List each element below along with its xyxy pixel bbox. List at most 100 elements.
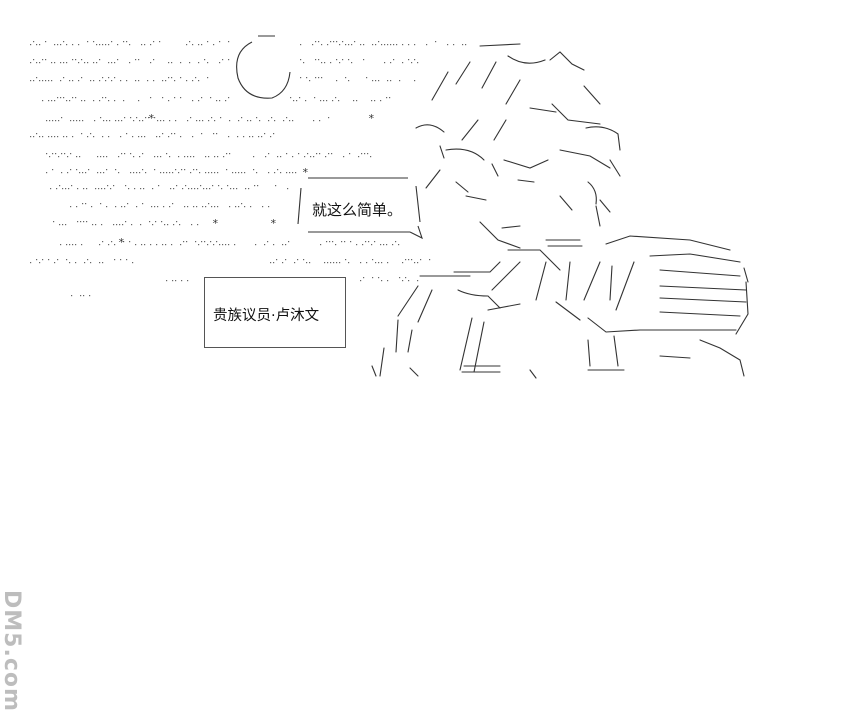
texture-dot (115, 206, 117, 208)
texture-dot (66, 44, 68, 46)
texture-dot (130, 117, 132, 119)
texture-dot (30, 136, 32, 138)
texture-dot (222, 59, 224, 61)
texture-dot (199, 120, 201, 122)
texture-dot (395, 241, 397, 243)
texture-dot (398, 244, 400, 246)
character-figure (371, 43, 749, 379)
texture-dot (136, 117, 138, 119)
texture-dot (345, 259, 347, 261)
texture-dot (276, 259, 278, 261)
texture-dot (414, 80, 416, 82)
ascii-art-scene: * * * * * * (30, 35, 749, 379)
texture-dot (94, 120, 96, 122)
texture-dot (142, 169, 144, 171)
texture-dot (353, 100, 355, 102)
texture-dot (325, 156, 327, 158)
texture-dot (208, 156, 210, 158)
texture-dot (374, 241, 376, 243)
texture-dot (176, 221, 178, 223)
texture-dot (99, 244, 101, 246)
texture-dot (255, 244, 257, 246)
texture-dot (292, 156, 294, 158)
texture-dot (208, 172, 210, 174)
texture-dot (336, 80, 338, 82)
texture-dot (135, 80, 137, 82)
texture-dot (163, 172, 165, 174)
texture-dot (140, 188, 142, 190)
texture-dot (186, 44, 188, 46)
texture-dot (313, 120, 315, 122)
texture-dot (309, 262, 311, 264)
texture-dot (250, 120, 252, 122)
texture-dot (386, 244, 388, 246)
texture-dot (286, 172, 288, 174)
texture-dot (193, 206, 195, 208)
texture-dot (102, 241, 104, 243)
texture-dot (192, 80, 194, 82)
texture-dot (238, 172, 240, 174)
texture-dot (399, 80, 401, 82)
texture-dot (195, 241, 197, 243)
texture-dot (81, 100, 83, 102)
texture-dot (106, 120, 108, 122)
texture-dot (324, 62, 326, 64)
texture-dot (399, 277, 401, 279)
texture-dot (304, 156, 306, 158)
texture-dot (429, 259, 431, 261)
texture-dot (205, 156, 207, 158)
texture-dot (205, 206, 207, 208)
texture-dot (175, 280, 177, 282)
texture-dot (174, 80, 176, 82)
texture-dot (174, 133, 176, 135)
texture-dot (69, 262, 71, 264)
texture-dot (179, 224, 181, 226)
texture-dot (97, 172, 99, 174)
texture-dot (408, 280, 410, 282)
texture-dot (99, 59, 101, 61)
texture-dot (166, 280, 168, 282)
texture-dot (138, 59, 140, 61)
texture-dot (33, 136, 35, 138)
texture-dot (86, 221, 88, 223)
texture-dot (54, 136, 56, 138)
texture-dot (52, 153, 54, 155)
texture-dot (70, 169, 72, 171)
texture-dot (114, 244, 116, 246)
texture-dot (312, 44, 314, 46)
texture-dot (367, 153, 369, 155)
texture-dot (48, 136, 50, 138)
texture-dot (282, 244, 284, 246)
texture-dot (368, 241, 370, 243)
texture-dot (36, 259, 38, 261)
texture-dot (114, 100, 116, 102)
texture-dot (171, 62, 173, 64)
texture-dot (63, 77, 65, 79)
texture-dot (228, 244, 230, 246)
texture-dot (361, 153, 363, 155)
texture-dot (348, 44, 350, 46)
texture-dot (139, 172, 141, 174)
texture-dot (168, 100, 170, 102)
texture-dot (102, 97, 104, 99)
texture-dot (364, 153, 366, 155)
texture-dot (160, 172, 162, 174)
texture-dot (378, 41, 380, 43)
texture-dot (119, 224, 121, 226)
texture-dot (253, 169, 255, 171)
texture-dot (306, 262, 308, 264)
texture-dot (389, 97, 391, 99)
texture-dot (305, 100, 307, 102)
texture-dot (153, 59, 155, 61)
texture-dot (201, 133, 203, 135)
texture-dot (114, 259, 116, 261)
texture-dot (61, 117, 63, 119)
texture-dot (393, 59, 395, 61)
texture-dot (236, 188, 238, 190)
texture-dot (106, 169, 108, 171)
texture-dot (178, 172, 180, 174)
texture-dot (140, 224, 142, 226)
texture-dot (316, 153, 318, 155)
texture-dot (303, 62, 305, 64)
texture-dot (237, 136, 239, 138)
